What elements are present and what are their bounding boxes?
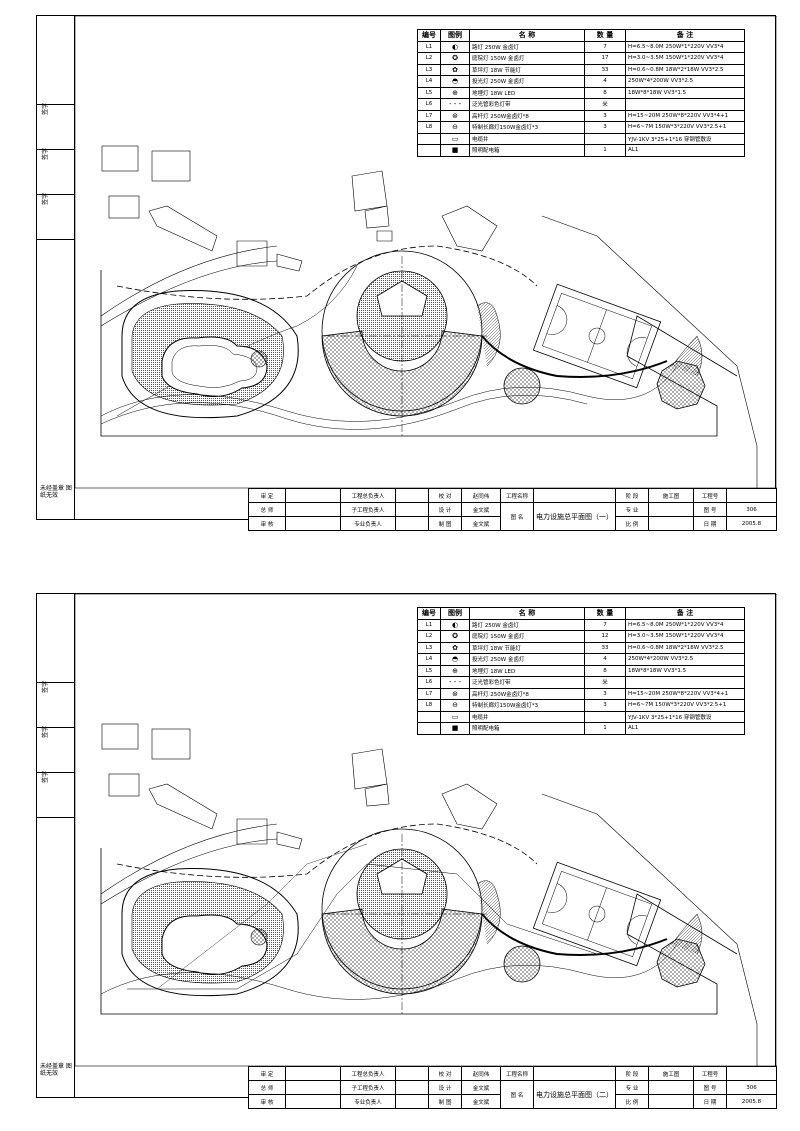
binding-strip: 签字 签字 签字 未经盖章 图纸无效: [37, 594, 75, 1097]
legend-header: 编号: [417, 29, 441, 42]
inground-lamp-icon: ⊕: [440, 664, 470, 677]
legend-header: 备 注: [625, 607, 745, 620]
drawing-title: 电力设施总平面图（二）: [533, 1080, 616, 1109]
corridor-lamp-icon: ⊖: [440, 121, 470, 134]
floodlight-icon: ◓: [440, 75, 470, 88]
street-lamp-icon: ◐: [440, 618, 470, 631]
sign-cell-label: 签字: [42, 680, 49, 693]
legend-header: 图例: [440, 607, 470, 620]
legend-header: 数 量: [584, 29, 626, 42]
site-plan-1: [74, 16, 777, 496]
lawn-lamp-icon: ✿: [440, 63, 470, 76]
high-mast-lamp-icon: ⊛: [440, 687, 470, 700]
light-strip-icon: - - -: [440, 98, 470, 111]
high-mast-lamp-icon: ⊛: [440, 109, 470, 122]
binding-strip: 签字 签字 签字 未经盖章 图纸无效: [37, 16, 75, 519]
inground-lamp-icon: ⊕: [440, 86, 470, 99]
validity-note: 未经盖章 图纸无效: [40, 1063, 72, 1077]
cable-well-icon: ▭: [440, 710, 470, 723]
legend-header: 图例: [440, 29, 470, 42]
site-plan-2: [74, 594, 777, 1074]
sign-cell-label: 签字: [42, 770, 49, 783]
legend-header: 名 称: [469, 607, 585, 620]
light-strip-icon: - - -: [440, 676, 470, 689]
sign-cell-label: 签字: [42, 725, 49, 738]
sign-cell-label: 签字: [42, 192, 49, 205]
drawing-sheet-1: 签字 签字 签字 未经盖章 图纸无效 编号 图例 名 称 数 量 备 注 L1◐…: [36, 15, 777, 531]
sign-cell-label: 签字: [42, 147, 49, 160]
legend-header: 编号: [417, 607, 441, 620]
drawing-title: 电力设施总平面图（一）: [533, 502, 616, 531]
validity-note: 未经盖章 图纸无效: [40, 485, 72, 499]
legend-row: L6- - -泛光管彩色灯带米: [417, 676, 745, 689]
title-block: 审 定 工程总负责人 校 对赵同伟 工程名称 阶 段施工图 工程号 总 师 子工…: [248, 488, 777, 531]
floodlight-icon: ◓: [440, 653, 470, 666]
legend-row: L6- - -泛光管彩色灯带米: [417, 98, 745, 111]
legend-header: 数 量: [584, 607, 626, 620]
drawing-sheet-2: 签字 签字 签字 未经盖章 图纸无效 编号 图例 名 称 数 量 备 注 L1◐…: [36, 593, 777, 1109]
legend-header: 备 注: [625, 29, 745, 42]
distribution-box-icon: ■: [440, 144, 470, 157]
garden-lamp-icon: ✪: [440, 52, 470, 65]
cable-well-icon: ▭: [440, 132, 470, 145]
street-lamp-icon: ◐: [440, 40, 470, 53]
distribution-box-icon: ■: [440, 722, 470, 735]
corridor-lamp-icon: ⊖: [440, 699, 470, 712]
legend-header: 名 称: [469, 29, 585, 42]
sign-cell-label: 签字: [42, 102, 49, 115]
garden-lamp-icon: ✪: [440, 630, 470, 643]
lawn-lamp-icon: ✿: [440, 641, 470, 654]
title-block: 审 定 工程总负责人 校 对赵同伟 工程名称 阶 段施工图 工程号 总 师 子工…: [248, 1066, 777, 1109]
